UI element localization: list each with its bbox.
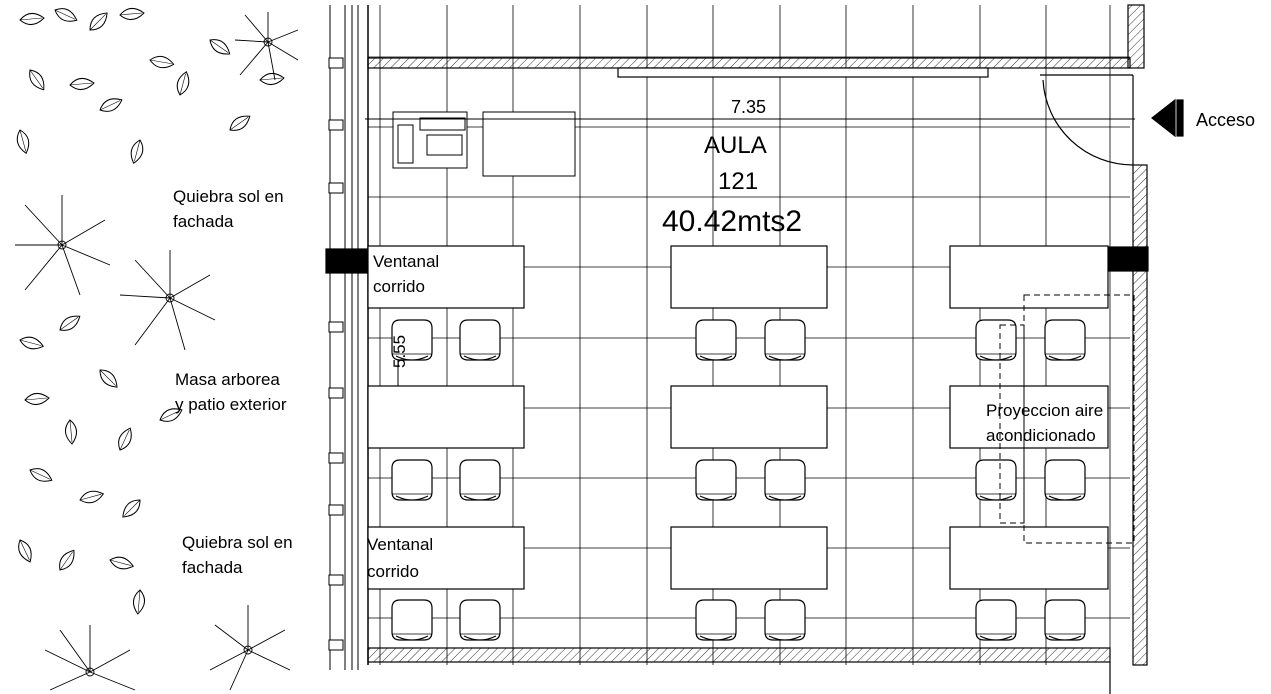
room-depth-dimension: 5.55 — [390, 334, 409, 368]
access-door — [1040, 74, 1184, 166]
ac-projection-line1: Proyeccion aire — [986, 401, 1104, 420]
student-chairs — [391, 319, 1086, 641]
student-tables — [367, 245, 1109, 590]
ac-projection-line2: acondicionado — [986, 426, 1096, 445]
sun-breaker-bottom-line1: Quiebra sol en — [182, 533, 293, 552]
vegetation — [15, 3, 299, 691]
sun-breaker-bottom-line2: fachada — [182, 558, 243, 577]
access-label: Acceso — [1196, 110, 1256, 130]
window-top-line1: Ventanal — [373, 252, 440, 271]
ac-projection-outline — [999, 294, 1135, 544]
room-area: 40.42mts2 — [662, 205, 803, 238]
facade-sun-breakers — [328, 5, 359, 670]
window-bottom-line2: corrido — [367, 562, 419, 581]
teacher-desk — [392, 111, 576, 177]
walls — [325, 4, 1149, 694]
sun-breaker-top-line1: Quiebra sol en — [173, 187, 284, 206]
window-bottom-line1: Ventanal — [367, 535, 434, 554]
room-width-dimension: 7.35 — [731, 97, 767, 117]
room-name: AULA — [704, 132, 767, 159]
window-top-line2: corrido — [373, 277, 425, 296]
tree-mass-line2: y patio exterior — [175, 395, 287, 414]
room-number: 121 — [718, 168, 759, 195]
sun-breaker-top-line2: fachada — [173, 212, 234, 231]
tree-mass-line1: Masa arborea — [175, 370, 280, 389]
